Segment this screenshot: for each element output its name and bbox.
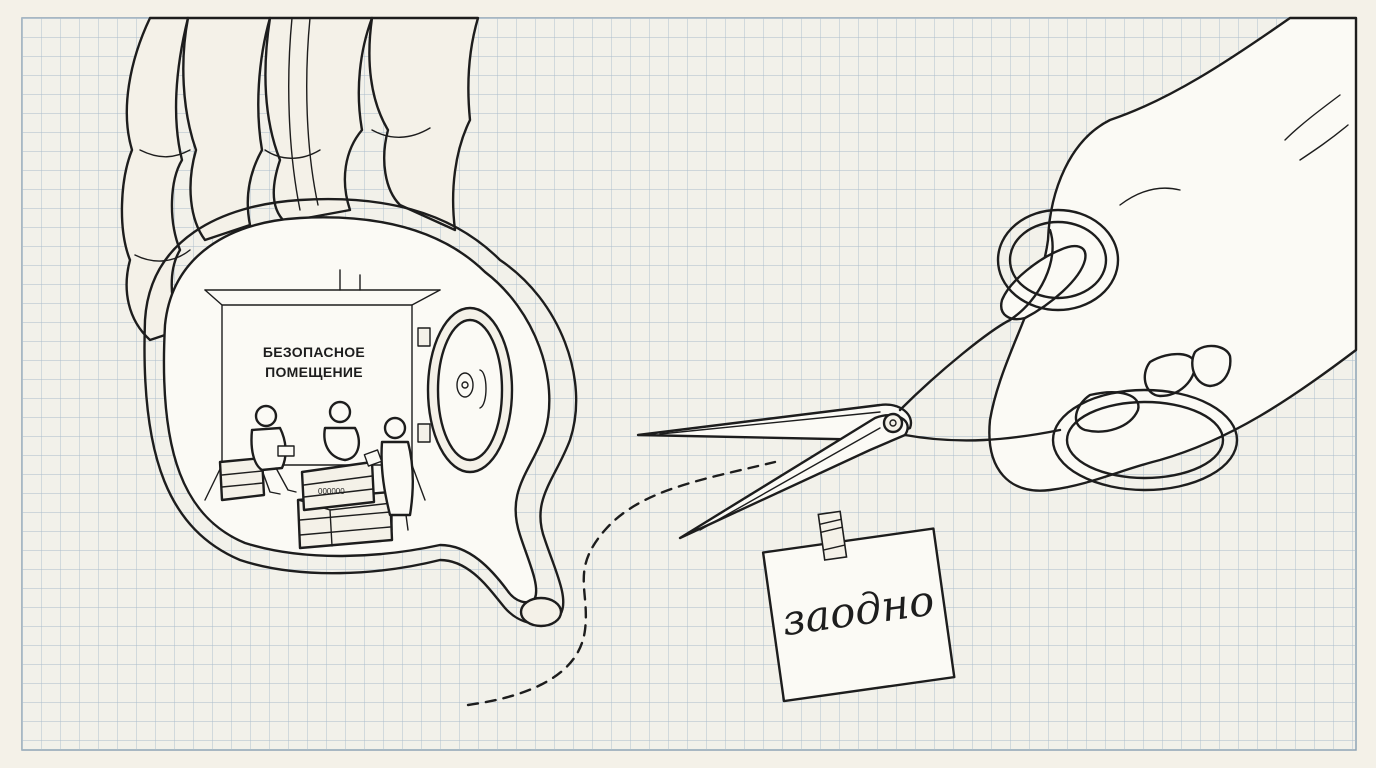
worker-crouching — [323, 400, 361, 462]
worker-standing — [363, 416, 414, 531]
worker-seated — [250, 404, 297, 495]
room-label-line-2: ПОМЕЩЕНИЕ — [265, 364, 363, 380]
vault-door-icon — [417, 306, 514, 474]
crate-stack: 000000 — [296, 460, 394, 550]
scissors-icon — [636, 208, 1239, 540]
crate-marking: 000000 — [318, 487, 345, 496]
sticky-note-icon: заодно — [761, 510, 956, 703]
room-label-line-1: БЕЗОПАСНОЕ — [263, 344, 365, 360]
left-crate — [218, 456, 266, 502]
safe-room: БЕЗОПАСНОЕ ПОМЕЩЕНИЕ 000000 — [204, 269, 514, 550]
cut-line — [466, 460, 777, 707]
